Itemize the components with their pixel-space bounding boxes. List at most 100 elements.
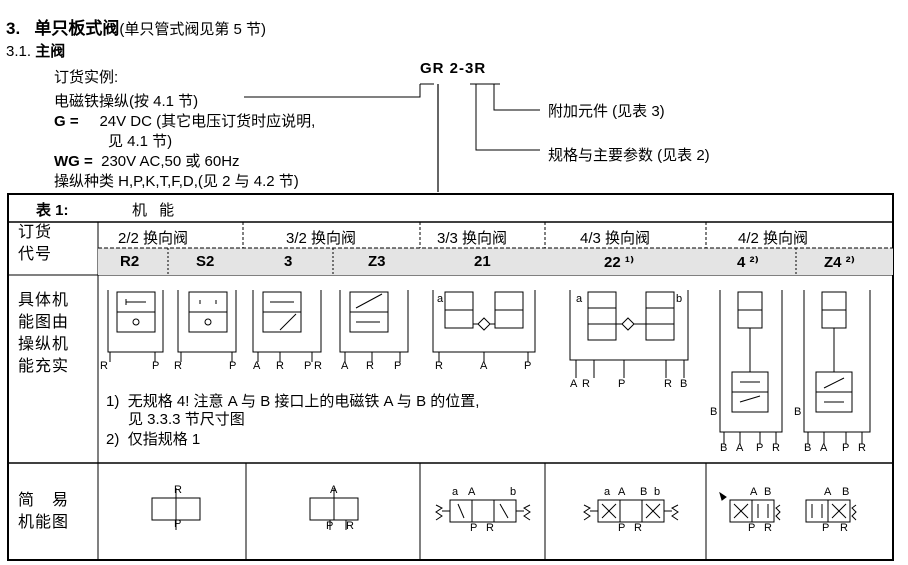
footnote-1-cont: 见 3.3.3 节尺寸图 <box>128 411 245 428</box>
footnote-1-text: 无规格 4! 注意 A 与 B 接口上的电磁铁 A 与 B 的位置, <box>127 393 480 410</box>
port-label: B <box>804 442 812 454</box>
port-label: R <box>346 520 354 532</box>
port-label: a <box>437 293 444 305</box>
port-label: P <box>618 378 626 390</box>
port-label: P <box>842 442 850 454</box>
order-line-2-key: G = <box>54 113 79 130</box>
footnote-2-marker: 2) <box>106 431 120 448</box>
code-21: 21 <box>474 253 491 270</box>
port-label: P <box>524 360 532 372</box>
port-label: B <box>764 486 772 498</box>
port-label: R <box>314 360 322 372</box>
row-label-detail: 具体机 能图由 操纵机 能充实 <box>18 290 69 378</box>
port-label: P <box>618 522 626 534</box>
port-label: R <box>366 360 374 372</box>
section-heading: 3. 单只板式阀(单只管式阀见第 5 节) <box>6 14 266 39</box>
row-label-simple: 简 易 机能图 <box>18 490 69 534</box>
order-line-2: G = 24V DC (其它电压订货时应说明, <box>54 110 315 131</box>
port-label: R <box>582 378 590 390</box>
port-label: b <box>676 293 683 305</box>
table-title: 表 1: <box>36 199 69 220</box>
code-r2: R2 <box>120 253 140 270</box>
footnote-1: 1) 无规格 4! 注意 A 与 B 接口上的电磁铁 A 与 B 的位置, <box>106 393 479 410</box>
port-label: P <box>748 522 756 534</box>
footnote-2: 2) 仅指规格 1 <box>106 431 200 448</box>
heading-number: 3. <box>6 19 21 38</box>
port-label: A <box>330 484 338 496</box>
port-label: P <box>152 360 160 372</box>
port-label: A <box>570 378 578 390</box>
port-label: P <box>326 520 334 532</box>
group-header-3-2: 3/2 换向阀 <box>286 230 357 247</box>
code-s2: S2 <box>196 253 215 270</box>
port-label: b <box>510 486 517 498</box>
port-label: B <box>680 378 688 390</box>
order-line-5: 操纵种类 H,P,K,T,F,D,(见 2 与 4.2 节) <box>54 173 299 190</box>
port-label: R <box>764 522 772 534</box>
order-line-3: 见 4.1 节) <box>108 133 173 150</box>
callout-size: 规格与主要参数 (见表 2) <box>548 147 710 164</box>
port-label: a <box>452 486 459 498</box>
footnote-1-marker: 1) <box>106 393 120 410</box>
port-label: P <box>229 360 237 372</box>
port-label: R <box>174 360 182 372</box>
heading-subtitle: (单只管式阀见第 5 节) <box>119 21 267 38</box>
row-label-order-code-2: 代号 <box>18 246 53 263</box>
port-label: A <box>820 442 828 454</box>
port-label: b <box>654 486 661 498</box>
port-label: A <box>468 486 476 498</box>
port-label: R <box>858 442 866 454</box>
port-label: P <box>756 442 764 454</box>
port-label: A <box>341 360 349 372</box>
group-header-4-2: 4/2 换向阀 <box>738 230 809 247</box>
order-line-4-key: WG = <box>54 153 93 170</box>
port-label: a <box>576 293 583 305</box>
port-label: R <box>435 360 443 372</box>
order-line-1: 电磁铁操纵(按 4.1 节) <box>54 93 199 110</box>
port-label: A <box>750 486 758 498</box>
row-label-simple-1: 简 易 <box>18 492 70 509</box>
order-example-label: 订货实例: <box>54 69 119 86</box>
order-line-2-text: 24V DC (其它电压订货时应说明, <box>99 113 316 130</box>
subsection-number: 3.1. <box>6 43 32 60</box>
port-label: R <box>772 442 780 454</box>
port-label: R <box>100 360 108 372</box>
port-label: B <box>710 406 718 418</box>
port-label: B <box>794 406 802 418</box>
group-header-3-3: 3/3 换向阀 <box>437 230 508 247</box>
table-caption: 机 能 <box>132 202 179 219</box>
code-z3: Z3 <box>368 253 386 270</box>
port-label: A <box>480 360 488 372</box>
code-4: 4 ²⁾ <box>737 254 759 271</box>
code-z4: Z4 ²⁾ <box>824 254 855 271</box>
port-label: R <box>664 378 672 390</box>
callout-accessories: 附加元件 (见表 3) <box>548 103 665 120</box>
port-label: P <box>394 360 402 372</box>
port-label: R <box>174 484 182 496</box>
port-label: R <box>634 522 642 534</box>
port-label: P <box>174 518 182 530</box>
order-line-4: WG = 230V AC,50 或 60Hz <box>54 150 240 171</box>
footnote-2-text: 仅指规格 1 <box>127 431 201 448</box>
row-label-detail-1: 具体机 <box>18 292 70 309</box>
table-number: 表 1: <box>36 202 69 219</box>
order-line-4-text: 230V AC,50 或 60Hz <box>101 153 240 170</box>
port-label: R <box>276 360 284 372</box>
row-label-detail-2: 能图由 <box>18 314 70 331</box>
row-label-detail-4: 能充实 <box>18 358 70 375</box>
group-header-4-3: 4/3 换向阀 <box>580 230 651 247</box>
row-label-order-code: 订货 代号 <box>18 222 52 266</box>
port-label: A <box>618 486 626 498</box>
port-label: A <box>253 360 261 372</box>
port-label: A <box>736 442 744 454</box>
port-label: B <box>640 486 648 498</box>
row-label-simple-2: 机能图 <box>18 514 70 531</box>
port-label: R <box>486 522 494 534</box>
port-label: a <box>604 486 611 498</box>
row-label-order-code-1: 订货 <box>18 224 53 241</box>
code-3: 3 <box>284 253 293 270</box>
row-label-detail-3: 操纵机 <box>18 336 70 353</box>
port-label: A <box>824 486 832 498</box>
